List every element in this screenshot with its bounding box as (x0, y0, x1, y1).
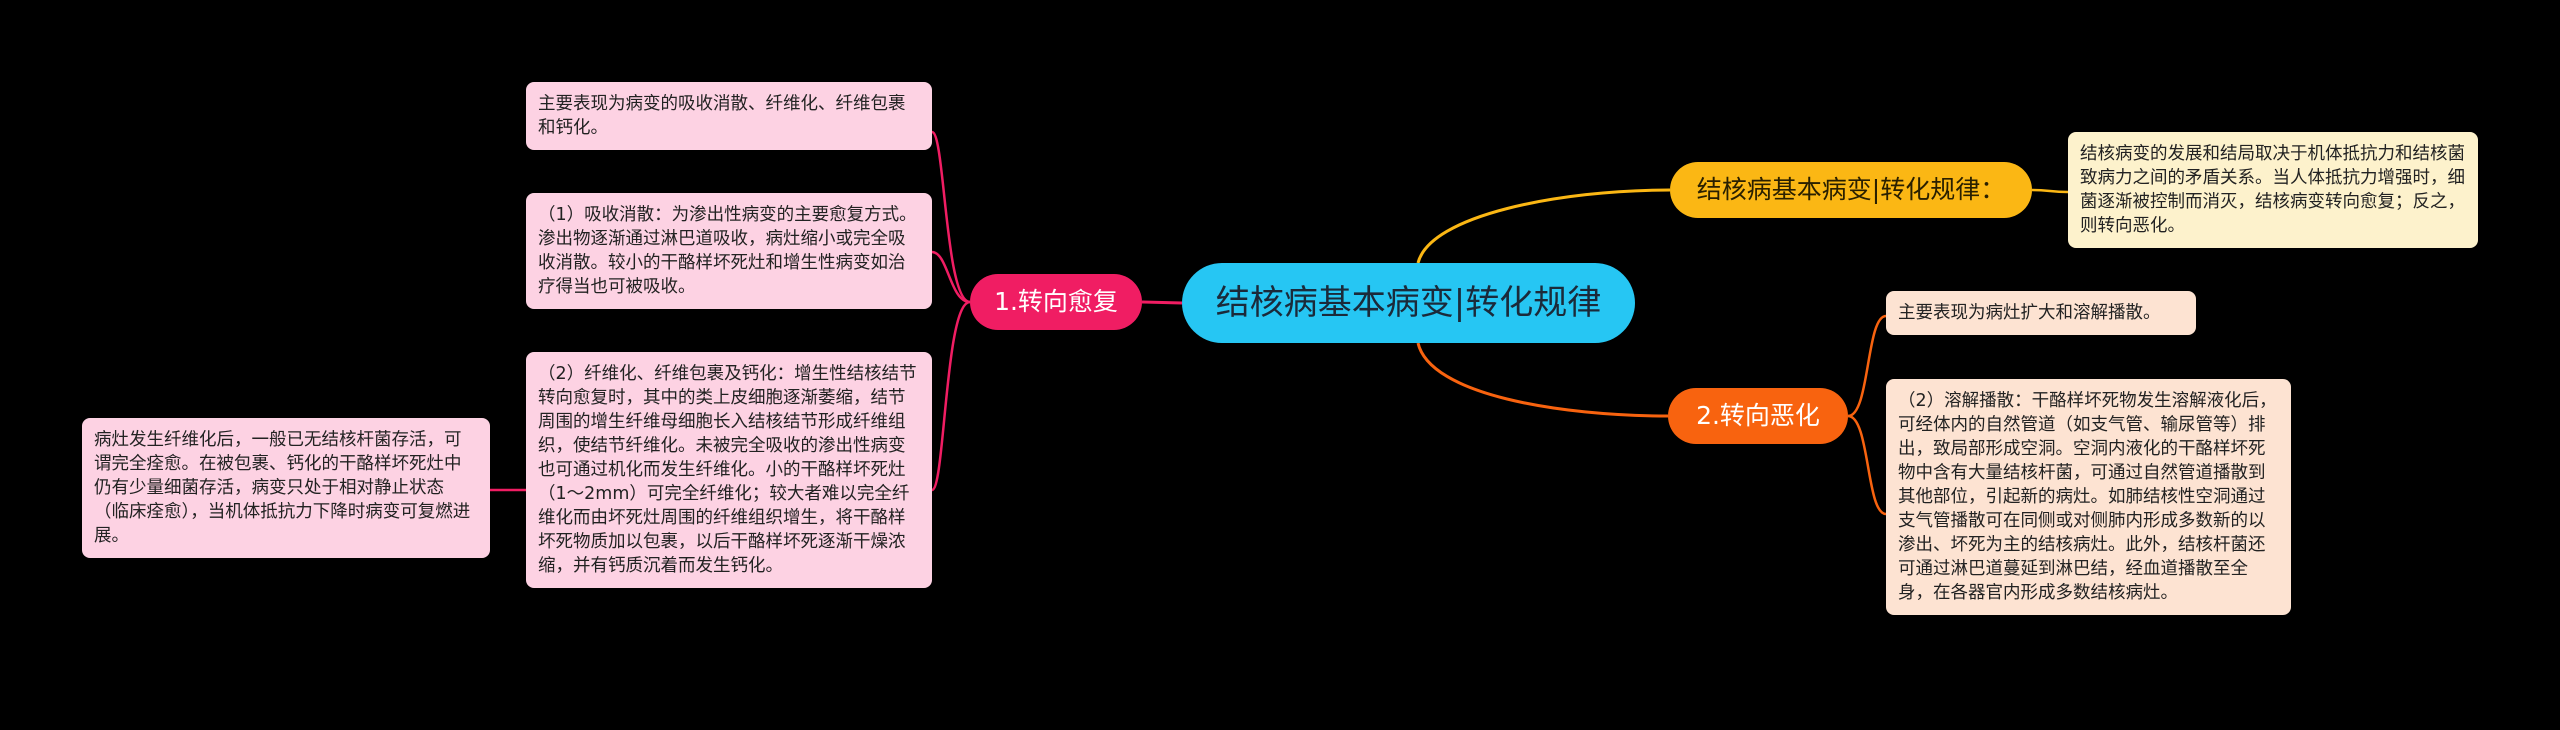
root-topic[interactable]: 结核病基本病变|转化规律 (1182, 263, 1635, 343)
link-recover-fibrosis (930, 300, 971, 492)
branch-recover[interactable]: 1.转向愈复 (970, 274, 1142, 330)
link-worsen-main (1847, 314, 1887, 418)
link-root-worsen (1416, 342, 1669, 418)
note-recover-main[interactable]: 主要表现为病变的吸收消散、纤维化、纤维包裹和钙化。 (526, 82, 932, 150)
branch-rule[interactable]: 结核病基本病变|转化规律： (1670, 162, 2032, 218)
link-recover-main (930, 130, 971, 304)
link-rule-detail (2031, 188, 2069, 194)
link-recover-absorb (931, 250, 971, 304)
branch-worsen[interactable]: 2.转向恶化 (1668, 388, 1848, 444)
link-worsen-dissolve (1847, 414, 1887, 516)
note-absorb[interactable]: （1）吸收消散：为渗出性病变的主要愈复方式。渗出物逐渐通过淋巴道吸收，病灶缩小或… (526, 193, 932, 309)
note-dissolve[interactable]: （2）溶解播散：干酪样坏死物发生溶解液化后，可经体内的自然管道（如支气管、输尿管… (1886, 379, 2291, 615)
link-root-recover (1141, 300, 1183, 305)
note-fibrosis[interactable]: （2）纤维化、纤维包裹及钙化：增生性结核结节转向愈复时，其中的类上皮细胞逐渐萎缩… (526, 352, 932, 588)
note-rule-detail[interactable]: 结核病变的发展和结局取决于机体抵抗力和结核菌致病力之间的矛盾关系。当人体抵抗力增… (2068, 132, 2478, 248)
note-worsen-main[interactable]: 主要表现为病灶扩大和溶解播散。 (1886, 291, 2196, 335)
note-fibrosis-detail[interactable]: 病灶发生纤维化后，一般已无结核杆菌存活，可谓完全痊愈。在被包裹、钙化的干酪样坏死… (82, 418, 490, 558)
link-root-rule (1416, 188, 1671, 264)
